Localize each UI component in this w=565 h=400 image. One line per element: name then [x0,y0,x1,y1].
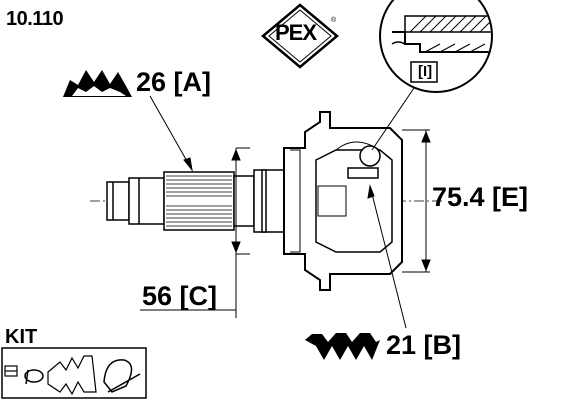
spline-teeth-icon [305,333,380,360]
boot-icon [47,355,97,396]
inner-spline-label: 21 [B] [386,330,462,360]
circlip-detail-icon [379,0,493,93]
length-label: 56 [C] [142,281,218,311]
shaft [106,171,235,231]
small-clamp-icon [24,369,44,385]
dimension-lines [140,87,431,329]
registered-mark: ® [331,16,337,24]
outer-spline-label: 26 [A] [136,67,212,97]
clamp-icon [4,365,18,377]
part-number: 10.110 [6,8,64,30]
diameter-label: 75.4 [E] [432,182,529,212]
cv-bell [283,111,403,291]
spline-teeth-icon [63,70,132,97]
kit-box [1,347,147,399]
brand-logo-text: PEX [275,20,317,45]
grease-tube-icon [103,359,141,393]
brand-logo: ® [261,3,339,69]
detail-ref-label: [I] [418,63,433,80]
kit-title: KIT [5,326,38,348]
